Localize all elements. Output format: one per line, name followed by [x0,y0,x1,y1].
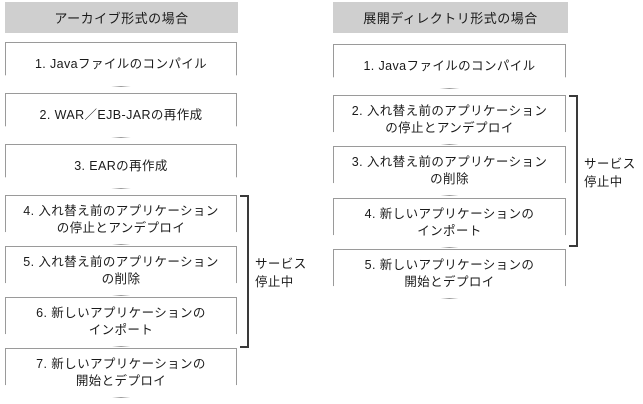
step-label-archive-6: 6. 新しいアプリケーションの インポート [36,306,206,337]
service-stopped-bracket-archive [240,195,249,348]
service-stopped-label-archive: サービス 停止中 [255,257,307,289]
step-box-archive-5: 5. 入れ替え前のアプリケーション の削除 [5,246,237,296]
step-label-archive-2: 2. WAR／EJB-JARの再作成 [39,108,203,122]
step-label-archive-3: 3. EARの再作成 [74,159,168,173]
step-box-exploded-3: 3. 入れ替え前のアプリケーション の削除 [333,146,566,196]
column-header-archive-format: アーカイブ形式の場合 [5,2,238,33]
step-label-exploded-1: 1. Javaファイルのコンパイル [363,59,536,73]
service-stopped-bracket-exploded [569,95,578,247]
step-box-exploded-4: 4. 新しいアプリケーションの インポート [333,198,566,248]
step-label-archive-7: 7. 新しいアプリケーションの 開始とデプロイ [36,357,206,388]
step-box-archive-4: 4. 入れ替え前のアプリケーション の停止とアンデプロイ [5,195,237,245]
step-label-archive-1: 1. Javaファイルのコンパイル [34,57,208,71]
step-label-archive-5: 5. 入れ替え前のアプリケーション の削除 [23,255,219,286]
step-box-exploded-5: 5. 新しいアプリケーションの 開始とデプロイ [333,249,566,299]
step-box-archive-1: 1. Javaファイルのコンパイル [5,42,237,87]
step-label-archive-4: 4. 入れ替え前のアプリケーション の停止とアンデプロイ [23,204,219,235]
step-box-archive-3: 3. EARの再作成 [5,144,237,189]
step-label-exploded-4: 4. 新しいアプリケーションの インポート [364,207,535,238]
step-box-archive-2: 2. WAR／EJB-JARの再作成 [5,93,237,138]
step-box-exploded-1: 1. Javaファイルのコンパイル [333,44,566,89]
step-box-archive-6: 6. 新しいアプリケーションの インポート [5,297,237,347]
step-label-exploded-3: 3. 入れ替え前のアプリケーション の削除 [351,155,548,186]
step-label-exploded-2: 2. 入れ替え前のアプリケーション の停止とアンデプロイ [351,104,548,135]
step-box-archive-7: 7. 新しいアプリケーションの 開始とデプロイ [5,348,237,398]
step-box-exploded-2: 2. 入れ替え前のアプリケーション の停止とアンデプロイ [333,95,566,145]
step-label-exploded-5: 5. 新しいアプリケーションの 開始とデプロイ [364,258,535,289]
column-header-exploded-directory-format: 展開ディレクトリ形式の場合 [333,2,568,33]
service-stopped-label-exploded: サービス 停止中 [584,157,636,189]
